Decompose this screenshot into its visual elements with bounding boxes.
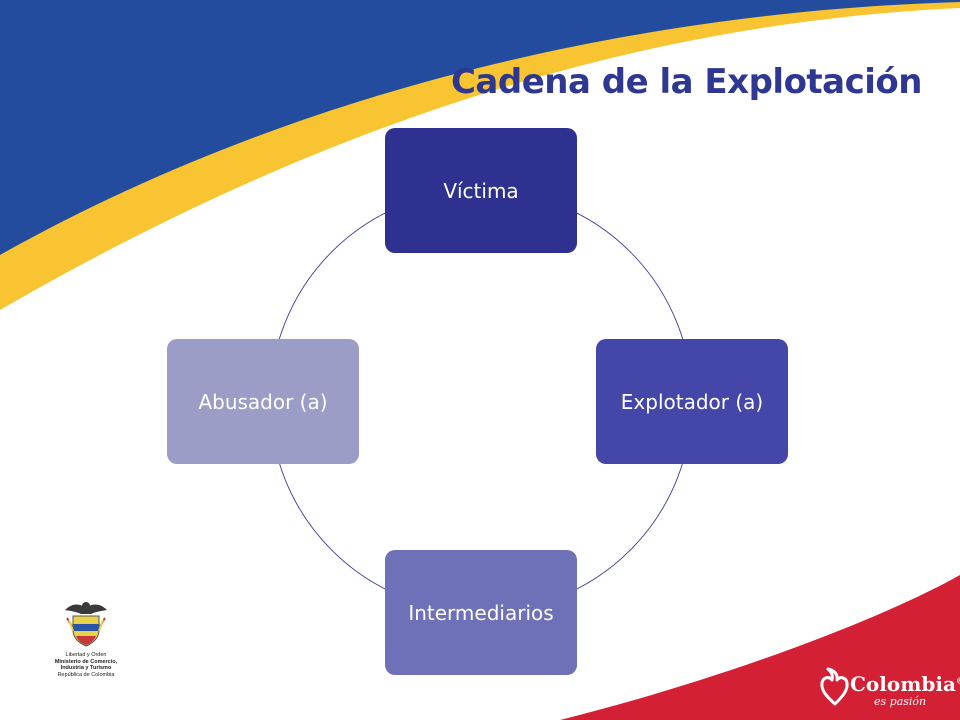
- slide-title: Cadena de la Explotación: [450, 62, 923, 102]
- brand-name-wrap: Colombia®: [850, 672, 960, 696]
- coat-of-arms-icon: [65, 602, 107, 647]
- node-victima: Víctima: [385, 128, 577, 253]
- seal-ministry-line2: Industria y Turismo: [60, 665, 112, 671]
- brand-name: Colombia: [850, 672, 956, 696]
- node-abusador-label: Abusador (a): [198, 389, 328, 414]
- node-victima-label: Víctima: [443, 178, 519, 203]
- red-swoosh: [560, 575, 960, 720]
- brand-tagline: es pasión: [874, 695, 927, 708]
- node-explotador-label: Explotador (a): [620, 389, 764, 414]
- node-explotador: Explotador (a): [596, 339, 788, 464]
- seal-ministry-line1: Ministerio de Comercio,: [54, 658, 118, 665]
- node-intermediarios-label: Intermediarios: [408, 600, 554, 625]
- colombia-brand-logo: Colombia® es pasión: [818, 662, 960, 712]
- blue-swoosh: [0, 0, 960, 255]
- seal-country: República de Colombia: [57, 671, 115, 678]
- node-abusador: Abusador (a): [167, 339, 359, 464]
- ministry-seal: Libertad y Orden Ministerio de Comercio,…: [46, 598, 126, 694]
- brand-registered-mark: ®: [955, 675, 960, 686]
- node-intermediarios: Intermediarios: [385, 550, 577, 675]
- heart-logo-icon: [820, 667, 849, 706]
- seal-motto: Libertad y Orden: [65, 652, 107, 658]
